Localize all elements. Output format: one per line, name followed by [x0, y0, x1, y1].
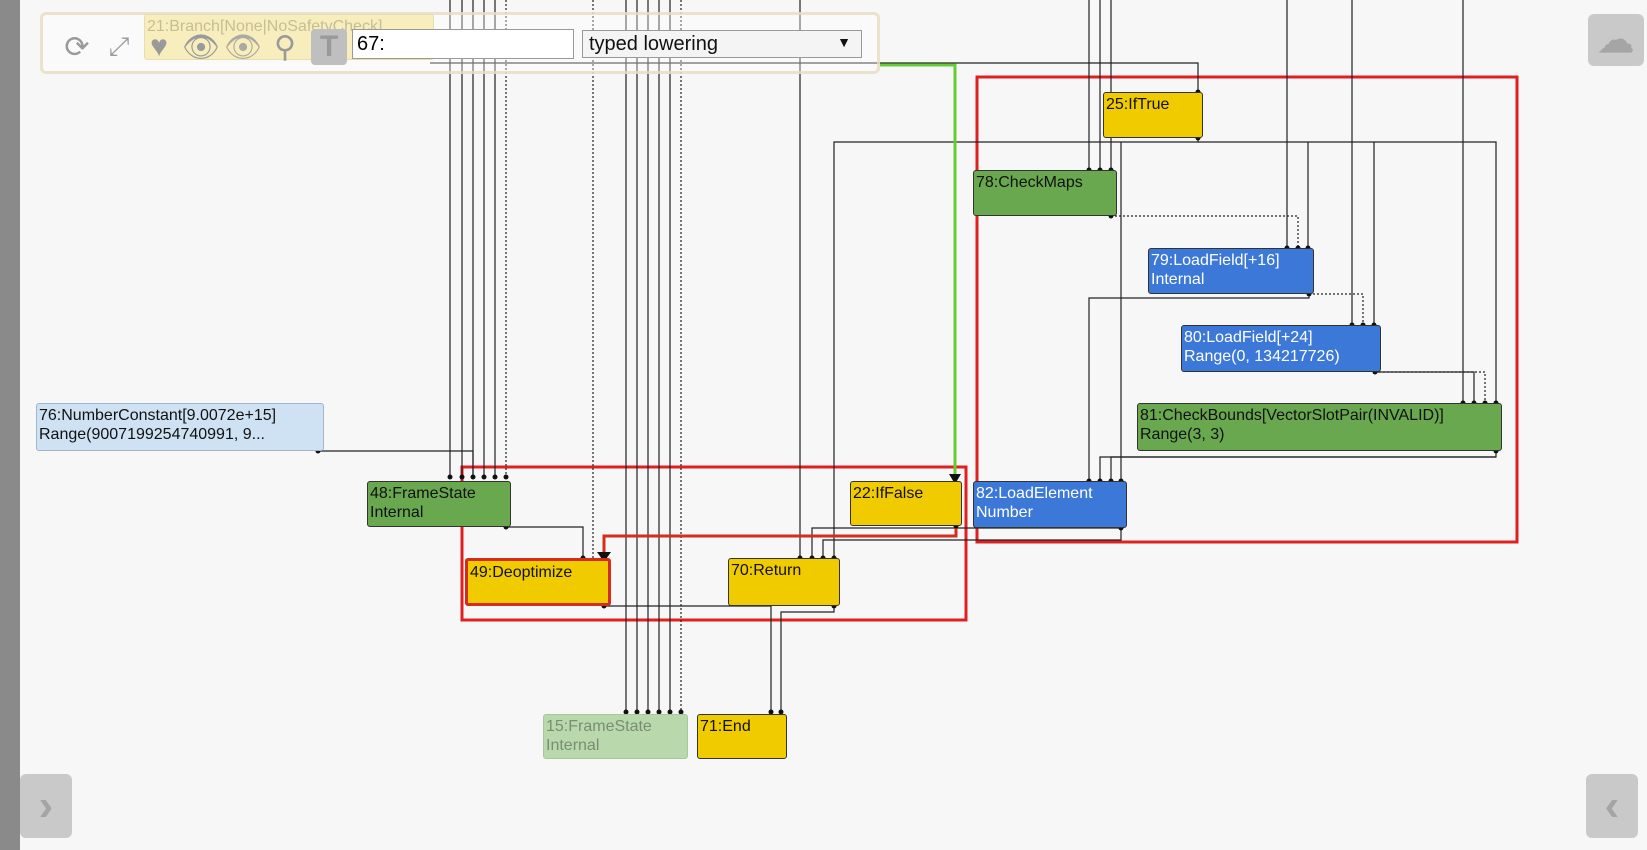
node-label: 78:CheckMaps: [976, 174, 1083, 191]
node-48-framestate[interactable]: 48:FrameState Internal: [367, 481, 511, 527]
node-81-checkbounds[interactable]: 81:CheckBounds[VectorSlotPair(INVALID)] …: [1137, 403, 1502, 451]
node-82-loadelement[interactable]: 82:LoadElement Number: [973, 481, 1127, 528]
node-78-checkmaps[interactable]: 78:CheckMaps: [973, 170, 1117, 216]
cloud-upload-button[interactable]: ☁: [1588, 14, 1644, 66]
node-label: 49:Deoptimize: [470, 564, 573, 581]
show-left-pane-button[interactable]: ›: [20, 774, 72, 838]
node-type: Range(0, 134217726): [1184, 348, 1340, 365]
node-label: 80:LoadField[+24]: [1184, 329, 1313, 346]
node-type: Internal: [546, 737, 600, 754]
node-label: 70:Return: [731, 562, 802, 579]
node-80-loadfield[interactable]: 80:LoadField[+24] Range(0, 134217726): [1181, 325, 1381, 372]
node-label: 71:End: [700, 718, 751, 735]
chevron-down-icon: ▼: [837, 34, 851, 50]
node-label: 79:LoadField[+16]: [1151, 252, 1280, 269]
node-type: Number: [976, 504, 1033, 521]
node-71-end[interactable]: 71:End: [697, 714, 787, 759]
node-label: 22:IfFalse: [853, 485, 924, 502]
left-border-strip: [0, 0, 20, 850]
node-49-deoptimize[interactable]: 49:Deoptimize: [465, 558, 611, 606]
type-icon[interactable]: T: [311, 29, 347, 65]
node-label: 82:LoadElement: [976, 485, 1093, 502]
show-right-pane-button[interactable]: ‹: [1586, 774, 1638, 838]
phase-select-value: typed lowering: [589, 33, 718, 55]
hidden-eye-icon[interactable]: 👁: [223, 30, 263, 64]
node-76-numberconstant[interactable]: 76:NumberConstant[9.0072e+15] Range(9007…: [36, 403, 324, 451]
reload-icon[interactable]: ⟳: [64, 30, 90, 64]
node-79-loadfield[interactable]: 79:LoadField[+16] Internal: [1148, 248, 1314, 294]
search-input[interactable]: [352, 29, 574, 59]
expand-icon[interactable]: ⤢: [108, 31, 130, 61]
node-type: Range(3, 3): [1140, 426, 1225, 443]
node-label: 25:IfTrue: [1106, 96, 1170, 113]
node-15-framestate[interactable]: 15:FrameState Internal: [543, 714, 688, 759]
node-type: Range(9007199254740991, 9...: [39, 426, 265, 443]
node-label: 48:FrameState: [370, 485, 476, 502]
node-label: 15:FrameState: [546, 718, 652, 735]
highlight-box-deopt-region: [460, 465, 968, 622]
heart-icon[interactable]: ♥: [150, 30, 168, 63]
eye-icon[interactable]: 👁: [181, 30, 221, 64]
node-label: 76:NumberConstant[9.0072e+15]: [39, 407, 277, 424]
search-icon[interactable]: ⚲: [274, 30, 296, 64]
node-type: Internal: [370, 504, 424, 521]
node-25-iftrue[interactable]: 25:IfTrue: [1103, 92, 1203, 138]
graph-toolbar: ⟳ ⤢ ♥ 👁 👁 ⚲ T: [40, 12, 880, 74]
node-label: 81:CheckBounds[VectorSlotPair(INVALID)]: [1140, 407, 1444, 424]
node-22-iffalse[interactable]: 22:IfFalse: [850, 481, 962, 526]
highlight-box-load-region: [975, 75, 1519, 544]
phase-select[interactable]: typed lowering ▼: [582, 30, 862, 58]
node-70-return[interactable]: 70:Return: [728, 558, 840, 606]
node-type: Internal: [1151, 271, 1205, 288]
